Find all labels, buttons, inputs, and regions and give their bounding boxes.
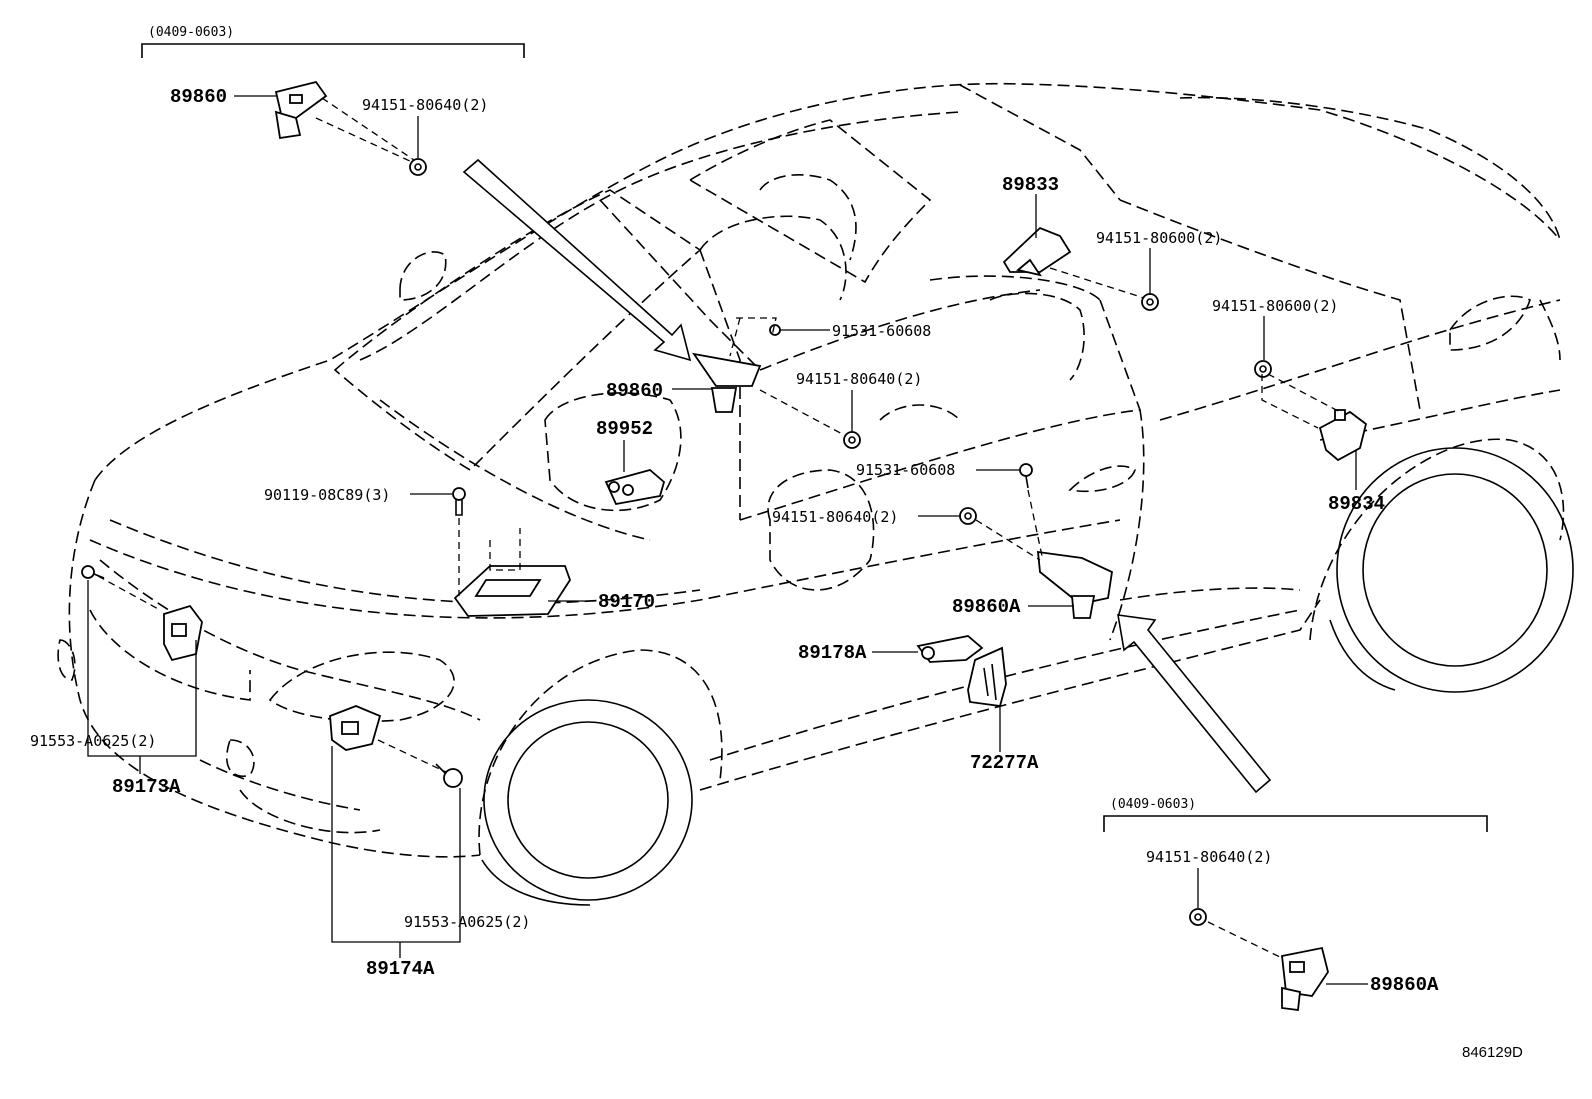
- nut-94151-80600-a: [1141, 293, 1159, 311]
- label-91531-60608-a: 91531-60608: [832, 322, 931, 340]
- bolt-91553-left: [81, 565, 105, 579]
- nut-94151-80640-low: [959, 507, 977, 525]
- car-body-outline: [57, 82, 1565, 858]
- connection-lines: [97, 97, 1341, 959]
- sensor-89860-mid-part: [692, 352, 762, 413]
- sensor-89860a-mid-part: [1036, 550, 1113, 619]
- label-89170: 89170: [598, 591, 655, 613]
- range-bracket-top-left: (0409-0603): [141, 25, 525, 58]
- label-89178a: 89178A: [798, 642, 867, 664]
- label-72277a: 72277A: [970, 752, 1039, 774]
- label-94151-80640-low: 94151-80640(2): [772, 508, 898, 526]
- sensor-89834-part: [1318, 409, 1368, 462]
- bolt-91531-a: [769, 324, 781, 336]
- label-89860-top: 89860: [170, 86, 227, 108]
- pointer-arrow-right: [1117, 614, 1272, 794]
- label-89834: 89834: [1328, 493, 1385, 515]
- label-90119-08c89: 90119-08C89(3): [264, 486, 390, 504]
- label-94151-80600-b: 94151-80600(2): [1212, 297, 1338, 315]
- sensor-89174a-part: [329, 705, 382, 751]
- label-91531-60608-b: 91531-60608: [856, 461, 955, 479]
- range-label-top-left: (0409-0603): [148, 25, 234, 40]
- nut-94151-br: [1189, 908, 1207, 926]
- part-labels: 89860 94151-80640(2) 89833 94151-80600(2…: [30, 86, 1523, 1061]
- airbag-ecu-89170-part: [453, 565, 571, 617]
- sensor-89173a-part: [163, 604, 203, 662]
- label-94151-80640-top: 94151-80640(2): [362, 96, 488, 114]
- range-label-bottom-right: (0409-0603): [1110, 797, 1196, 812]
- sensor-89860-top-part: [274, 80, 328, 140]
- front-wheel: [481, 699, 693, 906]
- label-89952: 89952: [596, 418, 653, 440]
- sensor-89833-part: [1002, 226, 1072, 277]
- nut-94151-80640-mid: [843, 431, 861, 449]
- label-89860a-mid: 89860A: [952, 596, 1021, 618]
- nut-94151-top: [409, 158, 427, 176]
- diagram-code: 846129D: [1462, 1044, 1523, 1061]
- bolt-90119-part: [452, 487, 466, 516]
- leader-lines: [87, 95, 1368, 985]
- label-89860a-br: 89860A: [1370, 974, 1439, 996]
- sensor-89178a-part: [916, 635, 984, 663]
- bolt-91531-b: [1019, 463, 1033, 489]
- label-89173a: 89173A: [112, 776, 181, 798]
- label-91553-a0625-bottom: 91553-A0625(2): [404, 913, 530, 931]
- label-94151-80640-br: 94151-80640(2): [1146, 848, 1272, 866]
- sensor-89952-part: [604, 469, 666, 506]
- label-89860-mid: 89860: [606, 380, 663, 402]
- bolt-91553-bottom: [435, 763, 463, 788]
- bracket-72277a-part: [967, 646, 1007, 707]
- label-89833: 89833: [1002, 174, 1059, 196]
- pointer-arrow-left: [462, 158, 692, 362]
- label-89174a: 89174A: [366, 958, 435, 980]
- range-bracket-bottom-right: (0409-0603): [1103, 797, 1488, 832]
- label-94151-80600-a: 94151-80600(2): [1096, 229, 1222, 247]
- nut-94151-80600-b: [1254, 360, 1272, 378]
- rear-wheel: [1329, 447, 1574, 693]
- label-94151-80640-mid: 94151-80640(2): [796, 370, 922, 388]
- label-91553-a0625-left: 91553-A0625(2): [30, 732, 156, 750]
- sensor-89860a-inset-part: [1281, 946, 1329, 1012]
